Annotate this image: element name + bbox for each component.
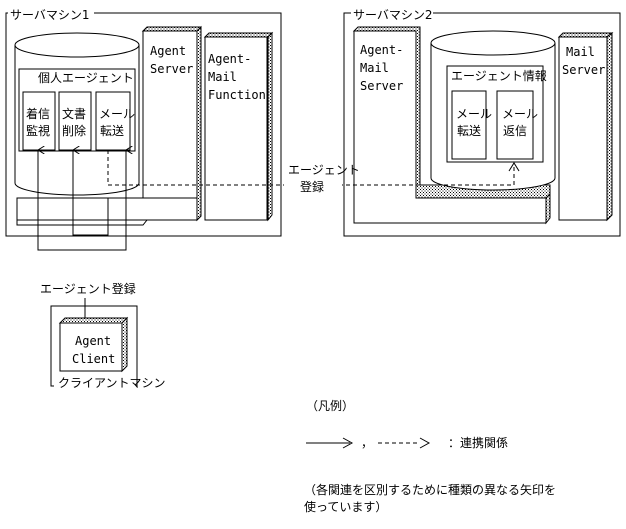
agent-client-label-2: Client: [72, 352, 115, 366]
legend-separator: ，: [361, 436, 373, 450]
module-mail-reply-label-1: メール: [502, 107, 538, 121]
agent-info-database: エージェント情報 メール 転送 メール 返信: [430, 30, 556, 191]
module-incoming-monitor-label-1: 着信: [26, 106, 50, 121]
module-document-delete-label-1: 文書: [62, 106, 86, 121]
module-mail-forward-2: [451, 90, 487, 160]
personal-agent-database: 個人エージェント 着信 監視 文書 削除 メール 転送: [14, 32, 140, 196]
module-document-delete-label-2: 削除: [62, 123, 86, 138]
agent-server-label-1: Agent: [150, 44, 186, 58]
agent-client-label-1: Agent: [75, 334, 111, 348]
server-machine-1: サーバマシン1: [5, 7, 282, 237]
module-mail-forward-label-2: 転送: [100, 123, 124, 138]
mail-server-label-1: Mail: [566, 45, 595, 59]
agent-server-label-2: Server: [150, 62, 193, 76]
agent-mail-function-label-3: Function: [208, 88, 266, 102]
agent-mail-function-label-1: Agent-: [208, 52, 251, 66]
legend-meaning: ：連携関係: [448, 435, 508, 450]
server2-title: サーバマシン2: [353, 8, 433, 22]
personal-agent-title: 個人エージェント: [38, 71, 134, 85]
agent-mail-function-label-2: Mail: [208, 70, 237, 84]
agent-mail-function-box: Agent- Mail Function: [203, 31, 274, 222]
client-title: クライアントマシン: [58, 376, 166, 390]
agent-server-box: Agent Server: [16, 25, 202, 226]
agent-mail-server-label-3: Server: [360, 79, 403, 93]
connections: エージェント 登録 エージェント登録: [38, 150, 520, 318]
module-mail-forward-2-label-2: 転送: [457, 123, 481, 138]
client-registration-label: エージェント登録: [40, 281, 136, 296]
legend: （凡例） ， ：連携関係 （各関連を区別するために種類の異なる矢印を 使っていま…: [304, 399, 556, 514]
dashed-arrow-head: [508, 162, 520, 172]
agent-mail-server-box: Agent- Mail Server: [352, 26, 551, 225]
client-machine: クライアントマシン Agent Client: [50, 305, 166, 390]
server1-title: サーバマシン1: [10, 8, 90, 22]
agent-mail-server-label-1: Agent-: [360, 43, 403, 57]
mail-server-box: Mail Server: [557, 31, 614, 222]
server-machine-2: サーバマシン2: [343, 7, 621, 237]
registration-link-outer: [38, 150, 126, 251]
module-mail-forward-label-1: メール: [99, 107, 135, 121]
agent-registration-label-1: エージェント: [288, 163, 360, 177]
module-incoming-monitor: [22, 91, 56, 151]
module-mail-forward-2-label-1: メール: [456, 107, 492, 121]
legend-title: （凡例）: [306, 399, 354, 413]
agent-registration-label-2: 登録: [300, 179, 324, 194]
mail-server-label-2: Server: [562, 63, 605, 77]
module-mail-forward: [95, 91, 131, 151]
legend-note-line-2: 使っています）: [304, 499, 387, 514]
agent-mail-server-label-2: Mail: [360, 61, 389, 75]
registration-link-inner: [73, 150, 109, 236]
module-document-delete: [58, 91, 92, 151]
legend-note-line-1: （各関連を区別するために種類の異なる矢印を: [304, 482, 556, 497]
module-mail-reply-label-2: 返信: [503, 124, 527, 138]
module-mail-reply: [496, 90, 534, 160]
agent-info-title: エージェント情報: [451, 69, 547, 83]
module-incoming-monitor-label-2: 監視: [26, 123, 50, 138]
